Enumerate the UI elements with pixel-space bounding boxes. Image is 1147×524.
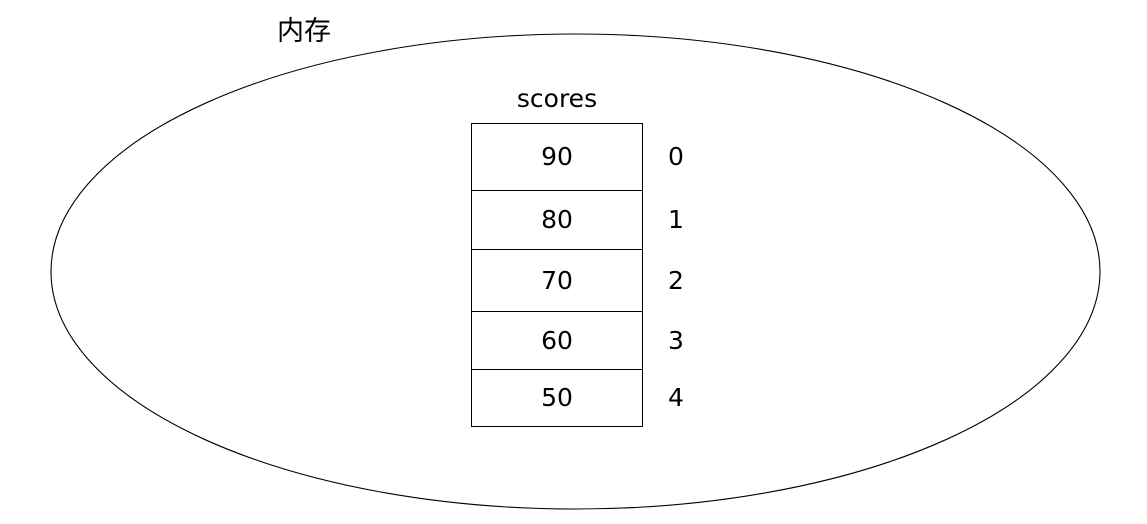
array-cell-index: 2 [668,265,684,295]
array-cell-index: 4 [668,383,684,412]
array-cell-row: 80 1 [472,191,684,250]
array-cell-value: 90 [541,142,573,171]
array-cell-value: 70 [541,265,573,295]
memory-label: 内存 [277,16,331,47]
array-cell-row: 60 3 [472,312,684,370]
array-cell-value: 50 [541,383,573,412]
array-cell-row: 50 4 [472,370,684,427]
array-cell-value: 60 [541,325,573,355]
array-table: 90 0 80 1 70 2 60 3 50 4 [471,123,684,427]
array-cell-row: 70 2 [472,250,684,312]
array-cell-value: 80 [541,205,573,234]
array-cell-index: 3 [668,325,684,355]
array-cell-index: 1 [668,205,684,234]
array-cell-index: 0 [668,142,684,171]
array-cell-row: 90 0 [472,124,684,191]
array-name-label: scores [516,84,598,113]
